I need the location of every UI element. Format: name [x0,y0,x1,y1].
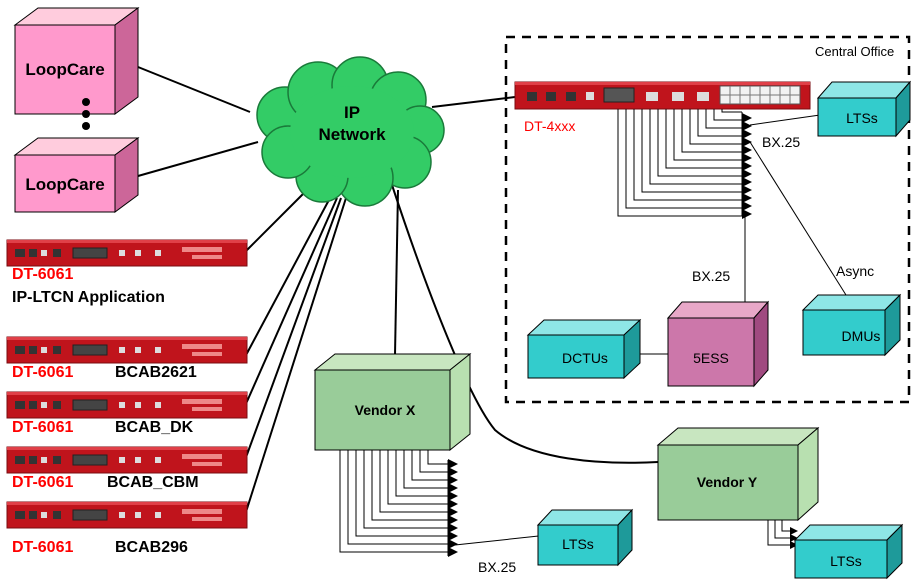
dt6061-app-3: BCAB_DK [115,419,194,436]
lts-label-2: LTSs [562,536,594,552]
dt6061-device-2 [6,336,248,364]
ip-network-label-line1: IP [344,103,360,122]
dmus-box: DMUs [801,293,902,357]
bx25-label-2: BX.25 [692,268,730,284]
vendor-x-box: Vendor X [313,352,472,452]
dt6061-device-5 [6,501,248,529]
dt6061-device-4 [6,446,248,474]
ip-network-cloud [256,56,445,207]
lts-box-3: LTSs [793,523,904,580]
vendor-y-box: Vendor Y [656,426,820,522]
loopcare-label-1: LoopCare [25,60,104,79]
loopcare-label-2: LoopCare [25,175,104,194]
lts-box-2: LTSs [536,508,634,567]
ellipsis-dots [82,98,90,130]
lts-box-1: LTSs [816,80,912,138]
dt4xxx-label: DT-4xxx [524,118,575,134]
async-label: Async [836,263,874,279]
dt4xxx-bus-lines [617,109,742,217]
dctus-label: DCTUs [562,350,608,366]
central-office-label: Central Office [815,44,894,59]
dt6061-app-5: BCAB296 [115,539,188,556]
dt6061-app-1: IP-LTCN Application [12,289,165,306]
dt6061-model-4: DT-6061 [12,474,73,491]
dt6061-app-4: BCAB_CBM [107,474,199,491]
dt6061-model-5: DT-6061 [12,539,73,556]
dmus-label: DMUs [842,328,881,344]
lts-label-3: LTSs [830,553,862,569]
bx25-label-3: BX.25 [478,559,516,575]
network-links [137,66,659,516]
loopcare-box-2: LoopCare [13,137,140,213]
dt6061-model-3: DT-6061 [12,419,73,436]
dt6061-device-3 [6,391,248,419]
bx25-label-1: BX.25 [762,134,800,150]
lts-label-1: LTSs [846,110,878,126]
dt6061-model-1: DT-6061 [12,266,73,283]
ip-network-label-line2: Network [318,125,386,144]
vendor-x-bus-lines [339,450,549,556]
dctus-box: DCTUs [526,318,642,380]
5ess-label: 5ESS [693,350,729,366]
5ess-box: 5ESS [666,300,770,388]
vendor-y-label: Vendor Y [697,474,758,490]
dt6061-model-2: DT-6061 [12,364,73,381]
dt6061-device-1 [6,239,248,267]
dt4xxx-device [514,81,811,110]
dt6061-app-2: BCAB2621 [115,364,197,381]
vendor-x-label: Vendor X [355,402,416,418]
loopcare-box-1: LoopCare [13,7,140,115]
